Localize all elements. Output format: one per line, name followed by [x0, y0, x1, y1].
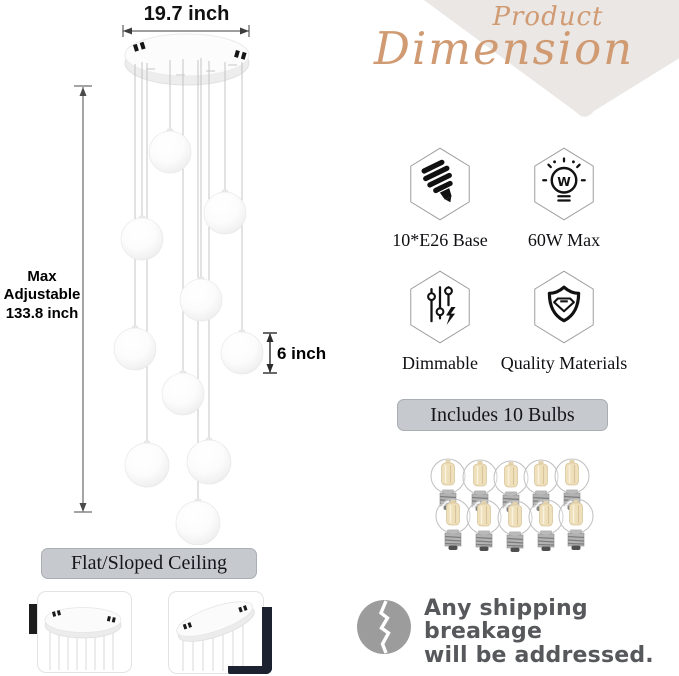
ceiling-canopy [124, 33, 250, 86]
glass-globes [113, 128, 264, 545]
header-eyebrow: Product [492, 2, 604, 32]
feature-grid: 10*E26 Base W 60W M [378, 146, 628, 374]
sloped-ceiling-bracket-horizontal [228, 666, 272, 674]
sloped-canopy-illustration [176, 601, 255, 671]
flat-canopy-illustration [44, 607, 122, 670]
canopy-mount-clips [133, 41, 247, 60]
feature-label: Dimmable [402, 353, 478, 373]
height-dimension-label: Max Adjustable 133.8 inch [3, 268, 81, 322]
ceiling-type-badge: Flat/Sloped Ceiling [41, 548, 257, 579]
suspension-wires [134, 58, 243, 504]
feature-wattage: W 60W Max [502, 146, 626, 251]
dimmer-sliders-icon [410, 270, 470, 344]
feature-quality: Quality Materials [500, 269, 628, 374]
globe-dimension-label: 6 inch [277, 344, 327, 363]
height-dimension-line [74, 85, 92, 513]
bulbs-image [430, 458, 594, 553]
wattage-bulb-icon: W [534, 147, 594, 221]
shipping-note: Any shipping breakage will be addressed. [424, 596, 654, 668]
feature-label: 10*E26 Base [392, 230, 488, 250]
svg-text:W: W [557, 175, 571, 189]
shield-quality-icon [534, 270, 594, 344]
feature-label: Quality Materials [500, 353, 628, 373]
sloped-ceiling-bracket-vertical [262, 607, 272, 674]
feature-label: 60W Max [527, 230, 601, 250]
flat-ceiling-wall-bar [29, 604, 37, 634]
flat-ceiling-card [37, 591, 132, 673]
sloped-ceiling-card [168, 591, 264, 674]
chandelier-illustration [74, 25, 277, 545]
crack-circle-icon [357, 600, 411, 654]
width-dimension-line [122, 25, 250, 37]
includes-bulbs-badge: Includes 10 Bulbs [397, 399, 608, 431]
width-dimension-label: 19.7 inch [143, 3, 230, 25]
page-title: Dimension [373, 22, 635, 75]
feature-dimmable: Dimmable [378, 269, 502, 374]
cfl-bulb-icon [410, 147, 470, 221]
globe-dimension-line [263, 332, 277, 374]
feature-base: 10*E26 Base [378, 146, 502, 251]
